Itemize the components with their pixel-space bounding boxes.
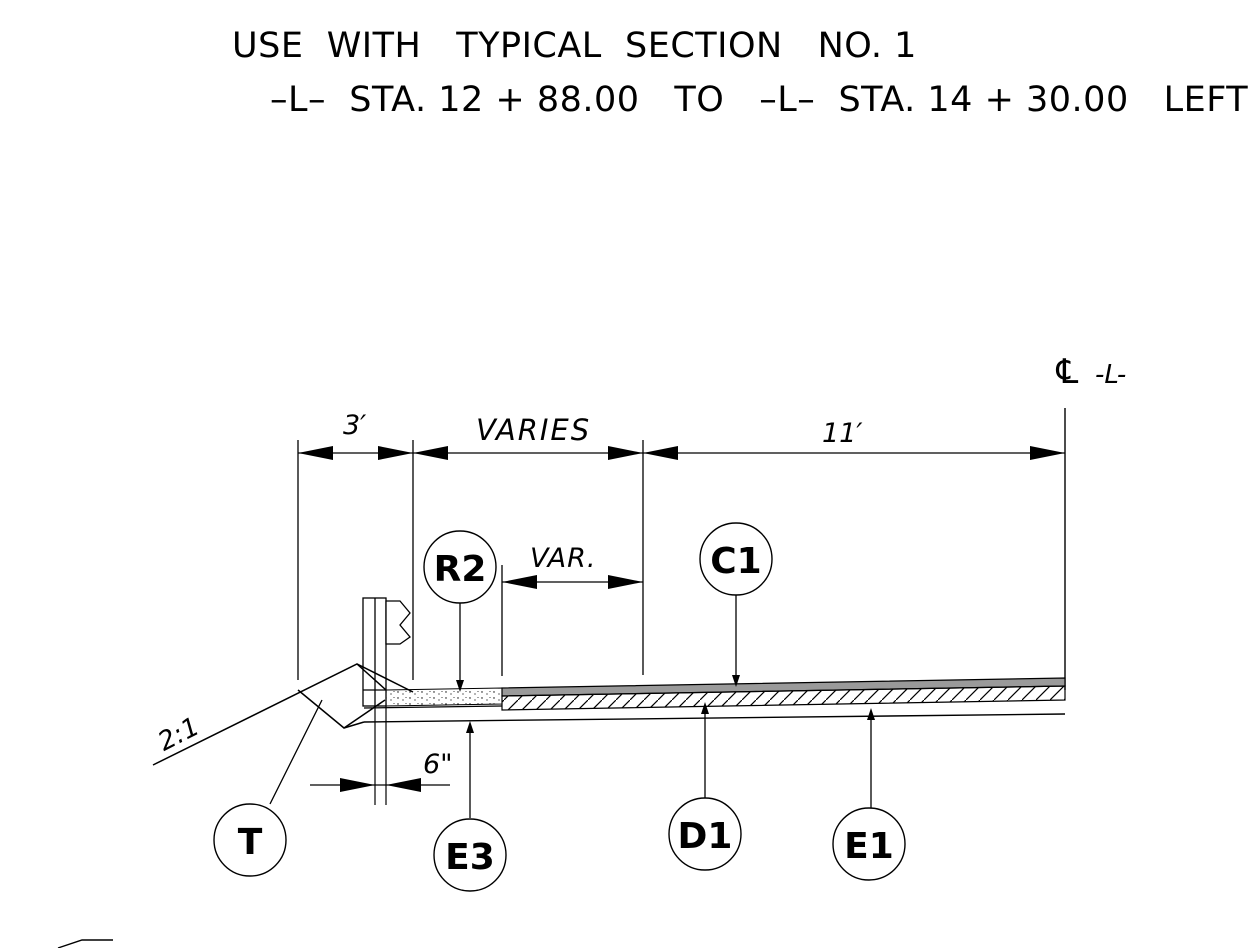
extension-lines: [297, 440, 644, 680]
centerline-marker: ℄ -L-: [1052, 352, 1126, 690]
dim-lane-label: 11′: [822, 418, 863, 449]
callout-r2: R2: [423, 530, 497, 604]
top-dimension-line: [298, 446, 1065, 460]
callout-leaders: [269, 595, 875, 818]
callout-d1: D1: [668, 797, 742, 871]
subgrade-e1: [363, 713, 1066, 723]
station-range: –L– STA. 12 + 88.00 TO –L– STA. 14 + 30.…: [270, 80, 1248, 120]
callout-t-label: T: [238, 822, 263, 863]
callout-e3: E3: [433, 818, 507, 892]
callout-d1-label: D1: [678, 816, 733, 857]
curb-post: [362, 597, 411, 707]
subgrade-e3: [363, 705, 503, 709]
callout-r2-label: R2: [434, 549, 487, 590]
callout-e1: E1: [832, 807, 906, 881]
var-dimension-line: [502, 575, 643, 589]
shoulder-slope: [152, 663, 414, 766]
centerline-label: -L-: [1095, 360, 1126, 390]
dim-var-label: VAR.: [530, 543, 596, 574]
section-title: USE WITH TYPICAL SECTION NO. 1: [232, 26, 917, 66]
dim-varies-label: VARIES: [476, 413, 591, 447]
dim-shoulder-label: 3′: [343, 410, 366, 441]
dim-curb-label: 6": [423, 749, 453, 780]
callout-c1: C1: [699, 522, 773, 596]
callout-e1-label: E1: [844, 826, 894, 867]
aggregate-r2: [385, 687, 503, 707]
callout-t: T: [213, 803, 287, 877]
slope-ratio-label: 2:1: [153, 712, 204, 758]
callout-e3-label: E3: [445, 837, 495, 878]
next-section-fragment: [57, 939, 113, 948]
curb-width-dimension: [310, 706, 450, 805]
base-course-d1: [501, 685, 1066, 711]
centerline-symbol: ℄: [1052, 352, 1082, 392]
callout-c1-label: C1: [710, 541, 761, 582]
